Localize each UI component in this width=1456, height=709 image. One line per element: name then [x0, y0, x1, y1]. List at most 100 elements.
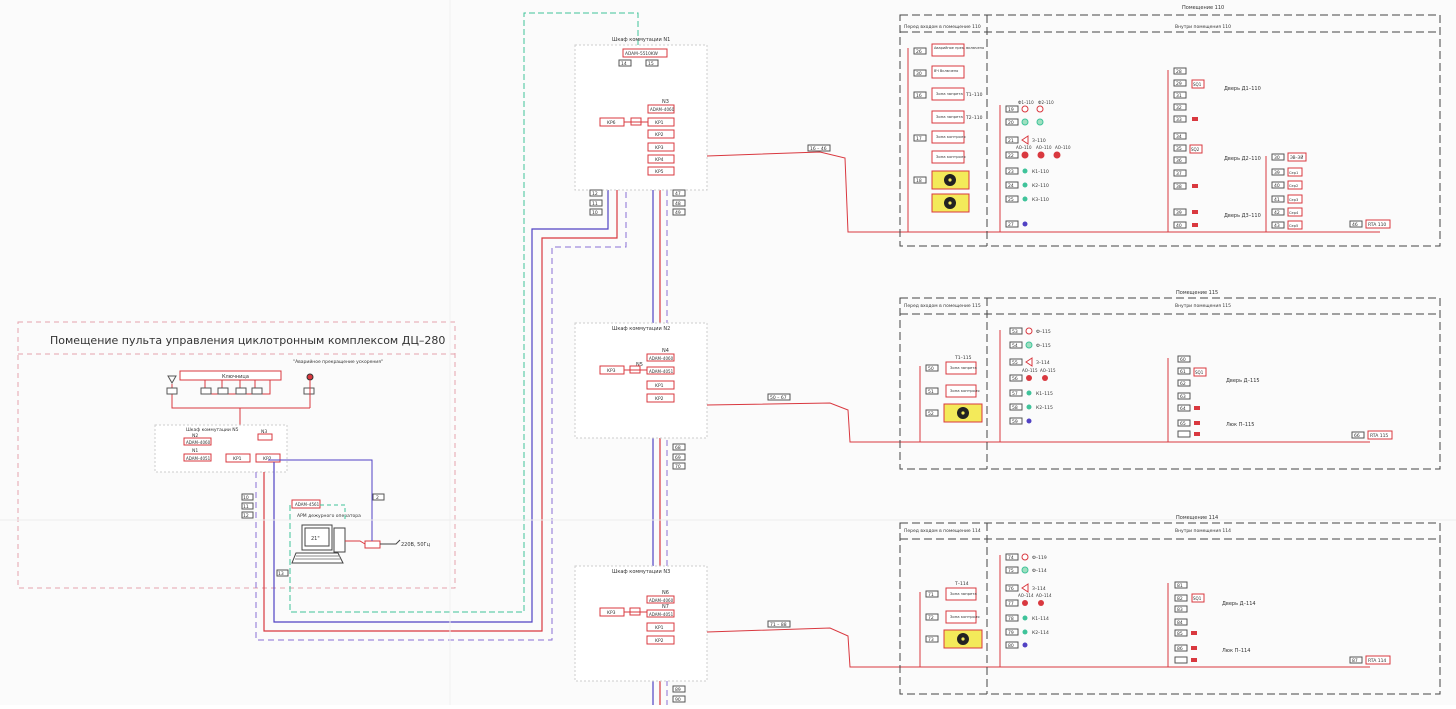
kr2-box — [255, 453, 281, 463]
tag-label: 18 — [916, 178, 922, 184]
sensor-box — [1287, 220, 1303, 230]
tag — [1173, 208, 1187, 216]
kr-box — [646, 393, 675, 403]
tag-label: 47 — [675, 191, 681, 197]
kr-box — [646, 635, 675, 645]
kr-box — [646, 622, 675, 632]
tag-label: 52 — [928, 411, 934, 417]
tag-12-label: 12 — [243, 513, 249, 519]
kr3-label: KP3 — [607, 368, 616, 374]
tag-label: 56 — [1012, 376, 1018, 382]
adam-4060-box — [183, 437, 212, 446]
room115-title: Помещение 115 — [1176, 290, 1218, 296]
zone-label: Зона запрета — [950, 591, 977, 596]
tag-label: 35 — [1176, 146, 1182, 152]
tag — [1177, 430, 1191, 438]
door-contact-icon — [1192, 210, 1198, 214]
room114-doors: 81 82 SQ1 83 84 85 Дверь Д–114 86 Люк П–… — [1174, 581, 1256, 664]
zone-label: Аварийное прек. включено — [934, 46, 984, 50]
lamp-label: К2–115 — [1036, 405, 1053, 411]
tag — [1177, 355, 1191, 363]
bus-label-box — [767, 393, 791, 401]
tag — [1009, 341, 1023, 349]
adam-4060-label: ADAM–4060 — [649, 356, 674, 361]
lamp-label: АО–114 — [1036, 593, 1052, 598]
green-lamp-icon — [1022, 196, 1028, 202]
tag — [925, 409, 939, 417]
tag-label: 33 — [1176, 117, 1182, 123]
tag-label: 42 — [1274, 210, 1280, 216]
tag — [1009, 403, 1023, 411]
green-lamp-icon — [1022, 182, 1028, 188]
t-label: T1–115 — [954, 355, 972, 361]
tag — [1271, 208, 1285, 216]
monitor-screen — [304, 527, 330, 547]
red-lamp-icon — [1021, 151, 1029, 159]
radiation-core — [948, 178, 952, 182]
sensor-box — [1287, 167, 1303, 177]
bus-label-box — [807, 144, 831, 152]
tag-label: 36 — [1176, 158, 1182, 164]
room115-lamps: 53 Ф–115 54 Ф–115 55 З–114 56 АО–115 АО–… — [1009, 327, 1056, 425]
green-lamp-icon — [1025, 341, 1033, 349]
tag-label: 55 — [1012, 360, 1018, 366]
lamp-label: К2–110 — [1032, 183, 1049, 189]
zone-box — [931, 110, 965, 124]
room114-lamps: 74 Ф–119 75 Ф–114 76 З–114 77 АО–114 АО–… — [1005, 553, 1052, 649]
tag-label: 73 — [928, 637, 934, 643]
tag-box — [303, 387, 315, 395]
lamp-label: К2–114 — [1032, 630, 1049, 636]
cabinet1-title: Шкаф коммутации N1 — [612, 37, 670, 43]
cabinet1-frame — [574, 44, 708, 191]
tag — [1271, 195, 1285, 203]
tag-label: 30 — [916, 71, 922, 77]
kr1-box — [225, 453, 251, 463]
relay-box — [257, 433, 273, 441]
bus-label-box — [767, 620, 791, 628]
red-lamp-icon — [1053, 151, 1061, 159]
room110-before: Перед входом в помещение 110 — [904, 24, 981, 30]
red-lamp-icon — [1026, 375, 1032, 381]
cabinet5-n3: N3 — [261, 429, 267, 435]
tag-label: 65 — [1180, 421, 1186, 427]
tag — [1173, 67, 1187, 75]
lamp-label: Ф–119 — [1032, 555, 1047, 561]
tag — [1173, 144, 1187, 152]
door-contact-icon — [1192, 223, 1198, 227]
tag-label: 21 — [1008, 138, 1014, 144]
adam-4060-box — [646, 353, 675, 362]
kr-box — [647, 142, 675, 152]
operator-label: АРМ дежурного оператора — [297, 513, 361, 519]
control-room: Помещение пульта управления циклотронным… — [17, 321, 456, 589]
adam-4051-box — [646, 609, 675, 618]
room110-title: Помещение 110 — [1182, 5, 1224, 11]
red-lamp-icon — [1038, 600, 1044, 606]
adam-4051-label: ADAM–4051 — [649, 612, 674, 617]
zone-label: Зона запрета — [936, 91, 963, 96]
tag-label: 80 — [1008, 643, 1014, 649]
lamp-label: АО–110 — [1036, 145, 1052, 150]
radiation-core — [961, 411, 965, 415]
bus-50-67 — [706, 402, 1370, 443]
sensor-box — [1287, 180, 1303, 190]
tag-label: 50 — [928, 366, 934, 372]
kr-box — [646, 380, 675, 390]
tag-label: 75 — [1008, 568, 1014, 574]
cabinet2-n5: N5 — [636, 362, 643, 368]
lamp-icon — [1021, 105, 1029, 113]
tag — [1177, 419, 1191, 427]
adam-4051-label: ADAM–4051 — [186, 456, 211, 461]
tag — [589, 189, 603, 197]
room110-lamps: 19 Ф1–110 Ф2–110 20 21 З–110 22 АО–110 А… — [1005, 100, 1071, 228]
tag-label: 74 — [1008, 555, 1014, 561]
green-lamp-icon — [1021, 118, 1029, 126]
lamp-label: Ф1–110 — [1018, 100, 1034, 105]
tag-label: 51 — [928, 389, 934, 395]
tag-label: 41 — [1274, 197, 1280, 203]
tag-13-label: 13 — [278, 571, 284, 577]
kr-label: KP5 — [655, 169, 664, 175]
cabinet1: Шкаф коммутации N1 ADAM–5510KW 14 15 N3 … — [574, 37, 1380, 233]
tag — [1173, 221, 1187, 229]
tag — [1271, 221, 1285, 229]
